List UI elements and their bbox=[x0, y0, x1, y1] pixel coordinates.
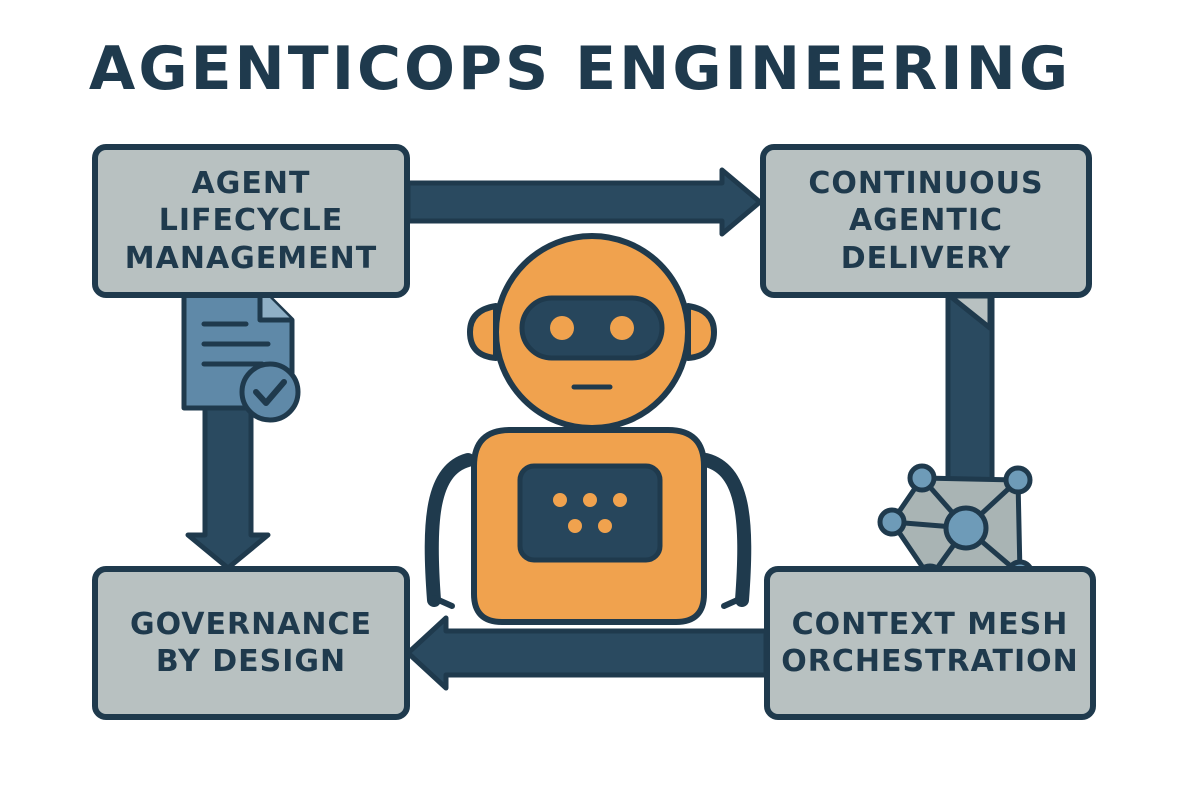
arrow-mesh-to-governance bbox=[405, 615, 769, 691]
robot-icon bbox=[424, 233, 752, 625]
box-label-line: CONTEXT MESH bbox=[791, 606, 1069, 642]
box-context-mesh-orchestration: CONTEXT MESH ORCHESTRATION bbox=[764, 566, 1096, 720]
connector-delivery-to-mesh bbox=[945, 293, 995, 499]
box-agent-lifecycle-management: AGENT LIFECYCLE MANAGEMENT bbox=[92, 144, 410, 298]
document-check-icon bbox=[181, 285, 301, 423]
box-label-line: LIFECYCLE bbox=[158, 203, 344, 239]
box-label-line: CONTINUOUS bbox=[808, 165, 1044, 201]
box-continuous-agentic-delivery: CONTINUOUS AGENTIC DELIVERY bbox=[760, 144, 1092, 298]
page-title: AGENTICOPS ENGINEERING bbox=[88, 34, 1072, 104]
box-label-line: AGENTIC bbox=[848, 203, 1004, 239]
box-label-line: ORCHESTRATION bbox=[781, 644, 1079, 679]
box-governance-by-design: GOVERNANCE BY DESIGN bbox=[92, 566, 410, 720]
box-label-line: MANAGEMENT bbox=[124, 240, 378, 276]
box-label-line: GOVERNANCE bbox=[129, 606, 373, 642]
box-label-line: DELIVERY bbox=[840, 240, 1012, 276]
box-label-line: AGENT bbox=[191, 165, 311, 201]
arrow-lifecycle-to-governance bbox=[185, 395, 271, 571]
box-label-line: BY DESIGN bbox=[155, 644, 347, 679]
arrow-lifecycle-to-delivery bbox=[405, 167, 763, 237]
